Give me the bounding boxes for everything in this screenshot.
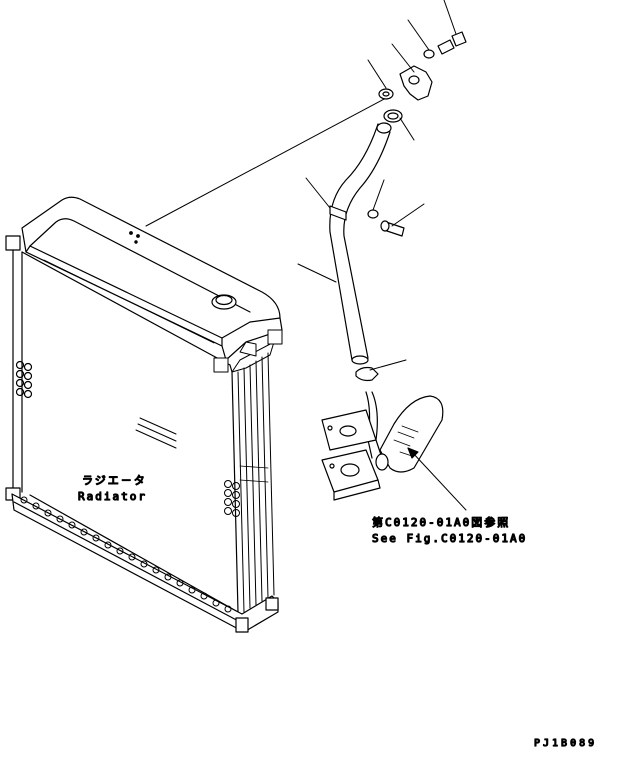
radiator-label-jp: ラジエ－タ	[82, 474, 147, 487]
water-hose-pipe	[297, 122, 425, 382]
elbow-flange	[399, 65, 433, 101]
gasket	[378, 88, 394, 100]
radiator-label-en: Radiator	[78, 490, 147, 503]
drawing-code: PJ1B089	[534, 738, 597, 749]
callout-leaders-mid	[297, 177, 425, 371]
bottom-bolt-row	[20, 496, 232, 613]
reference-label-jp: 第C0120-01A0図参照	[372, 515, 510, 529]
callout-leaders-top	[367, 0, 457, 141]
radiator-top-tank	[21, 196, 283, 361]
washer-mid	[367, 209, 379, 219]
right-bolt-group	[224, 480, 240, 517]
lower-flange-upper	[321, 409, 377, 451]
top-fitting-parts	[367, 0, 467, 141]
radiator-right-tubes	[213, 329, 283, 613]
reference-label-en: See Fig.C0120-01A0	[372, 532, 527, 545]
radiator-bottom-tank	[11, 493, 279, 633]
pipe-clamp-band	[329, 205, 347, 221]
core-nameplate-lines	[135, 417, 177, 449]
washer-top	[423, 49, 435, 59]
radiator-left-plate	[5, 235, 33, 501]
tank-marks	[129, 231, 140, 244]
lower-rubber-hose	[375, 395, 444, 473]
bolt-mid	[380, 220, 405, 237]
radiator-assembly	[5, 196, 283, 633]
ref-arrow	[407, 447, 467, 511]
left-bolt-group	[15, 360, 33, 399]
lower-hose-assembly	[321, 391, 467, 511]
leader-tank-to-fitting	[145, 97, 387, 227]
hose-clamp-bottom	[355, 366, 379, 382]
filler-cap	[211, 294, 237, 310]
lower-flange-lower	[321, 449, 381, 501]
hose-clamp-top	[383, 109, 403, 123]
bolt-top	[437, 31, 467, 55]
